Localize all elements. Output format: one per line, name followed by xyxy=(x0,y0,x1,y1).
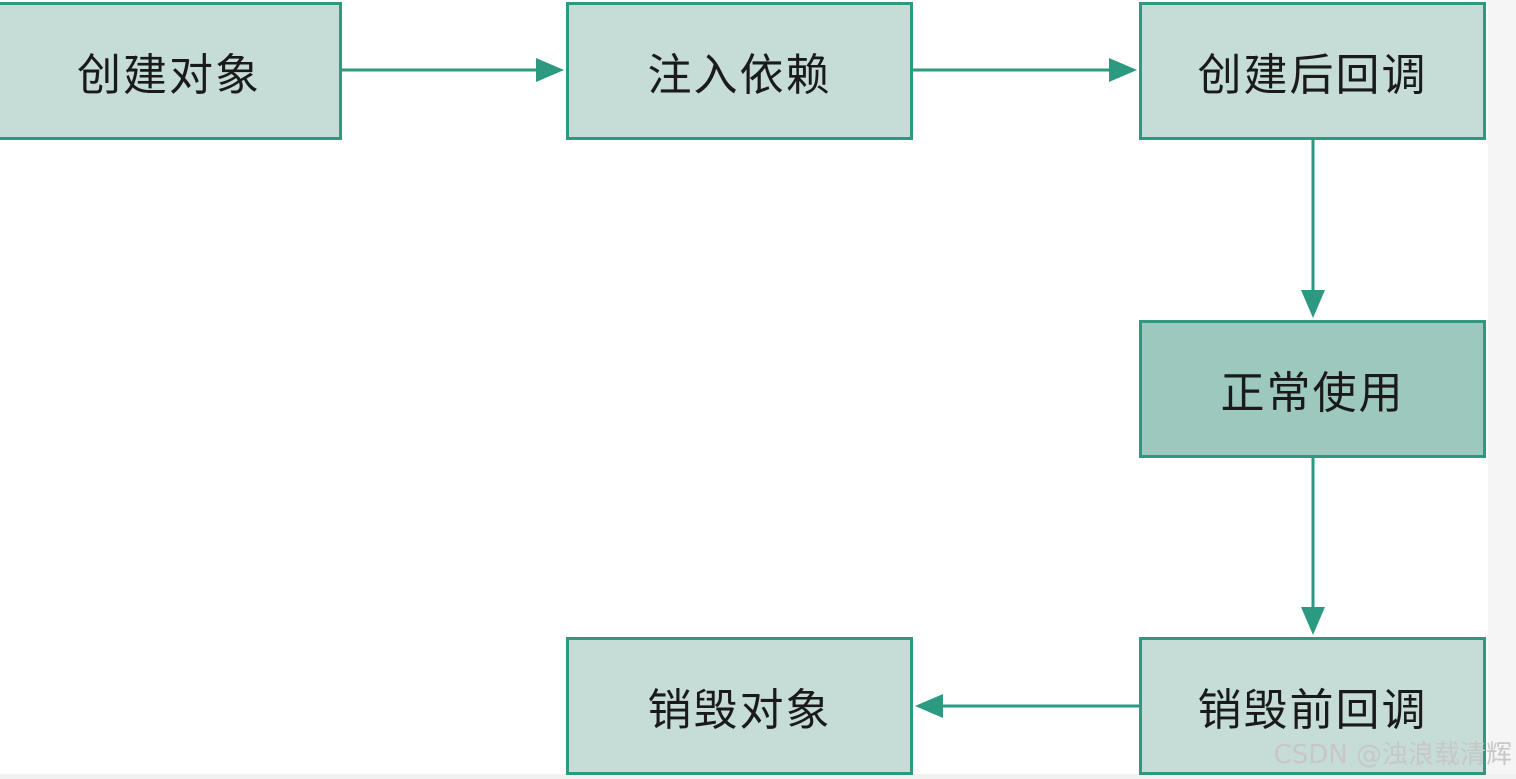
node-inject-dependencies: 注入依赖 xyxy=(566,2,913,140)
watermark-text: CSDN @浊浪载清辉 xyxy=(1273,740,1512,770)
node-pre-destroy-callback: 销毁前回调 xyxy=(1139,637,1486,775)
node-create-object: 创建对象 xyxy=(0,2,342,140)
node-post-create-callback: 创建后回调 xyxy=(1139,2,1486,140)
node-label: 创建后回调 xyxy=(1197,50,1428,101)
node-normal-use: 正常使用 xyxy=(1139,320,1486,458)
edge-post-create-to-normal-use xyxy=(1301,140,1325,318)
node-label: 正常使用 xyxy=(1220,368,1405,419)
node-destroy-object: 销毁对象 xyxy=(566,637,913,775)
edge-normal-use-to-pre-destroy xyxy=(1301,458,1325,635)
edge-create-to-inject xyxy=(342,58,564,82)
node-label: 销毁对象 xyxy=(647,685,832,736)
bottom-edge-shade xyxy=(0,774,1516,779)
edge-inject-to-post-create xyxy=(913,58,1137,82)
node-label: 注入依赖 xyxy=(647,50,832,101)
node-label: 创建对象 xyxy=(77,50,261,101)
node-label: 销毁前回调 xyxy=(1197,685,1428,736)
edge-pre-destroy-to-destroy xyxy=(915,694,1139,718)
right-edge-shade xyxy=(1488,0,1516,779)
